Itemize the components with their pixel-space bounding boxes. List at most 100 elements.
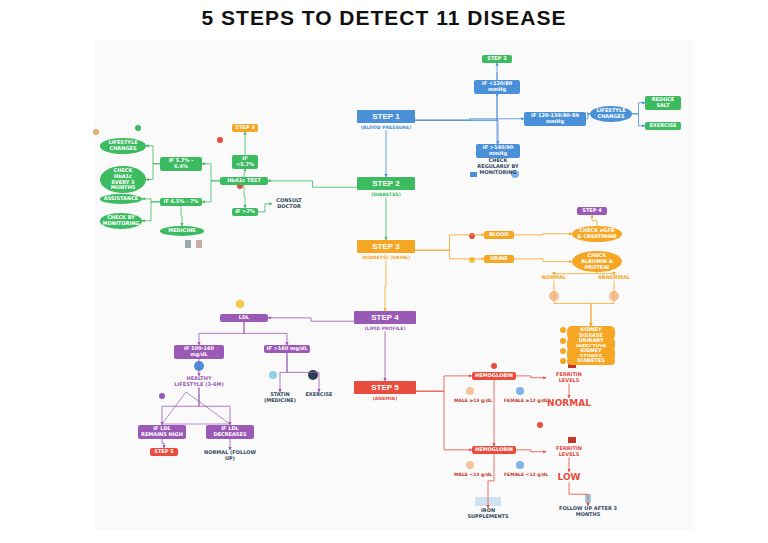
node-text: IF >7% — [235, 209, 255, 215]
step-heading: STEP 1 — [357, 110, 415, 123]
step-heading: STEP 5 — [354, 381, 416, 394]
text-node: EXERCISE — [304, 392, 334, 398]
node-text: BLOOD — [489, 232, 508, 238]
process-box: STEP 2 — [482, 55, 512, 63]
step-heading: STEP 2 — [357, 177, 415, 190]
connector-arrow — [415, 94, 497, 121]
node-text: IF 100-160 mg/dL — [176, 346, 222, 358]
action-ellipse: LIFESTYLE CHANGES — [100, 138, 146, 154]
node-text: IF >160 mg/dL — [267, 346, 308, 352]
process-box: HEMOGLOBIN — [472, 372, 516, 380]
connector-arrow — [287, 353, 319, 392]
node-text: EXERCISE — [649, 123, 676, 129]
connector-arrow — [230, 439, 231, 451]
node-text: REDUCE SALT — [647, 97, 679, 109]
connector-arrow — [268, 181, 357, 187]
blood-icon — [469, 233, 475, 239]
connector-arrow — [592, 215, 597, 226]
value-label: FEMALE <12 g/dL — [504, 472, 548, 477]
step-subtitle: (ANEMIA) — [373, 396, 398, 401]
action-ellipse: CHECK eGFR & CREATININE — [572, 226, 622, 242]
connector-arrow — [202, 181, 220, 202]
text-node: FERRITIN LEVELS — [546, 446, 592, 458]
text-node: STATIN (MEDICINE) — [258, 392, 302, 404]
exercise-icon — [308, 370, 318, 380]
action-ellipse: ASSISTANCE — [100, 194, 142, 204]
connector-arrow — [268, 318, 354, 321]
urine-icon — [469, 257, 475, 263]
text-node: IRON SUPPLEMENTS — [460, 508, 516, 520]
connector-arrow — [244, 169, 245, 178]
node-text: STEP 4 — [582, 208, 601, 214]
connector-arrow — [244, 185, 245, 208]
text-node: NORMAL — [546, 398, 592, 408]
connector-arrow — [142, 199, 160, 202]
connector-arrow — [514, 259, 572, 262]
node-text: LOW — [558, 472, 581, 482]
step-heading: STEP 4 — [354, 311, 416, 324]
node-text: CHECK eGFR & CREATININE — [577, 228, 617, 240]
connector-arrow — [385, 331, 386, 381]
process-box: IF 120-139/80-89 mmHg — [524, 112, 586, 126]
connector-arrow — [146, 146, 160, 164]
connector-arrow — [497, 63, 498, 80]
step-node: STEP 4(LIPID PROFILE) — [354, 311, 416, 331]
connector-arrow — [244, 322, 287, 345]
blood-drop-icon — [217, 137, 223, 143]
connector-arrow — [516, 376, 546, 378]
text-node: CONSULT DOCTOR — [272, 198, 306, 210]
connector-arrow — [202, 164, 220, 181]
connector-arrow — [632, 103, 645, 114]
connector-arrow — [632, 114, 645, 126]
action-ellipse: CHECK ALBUMIN & PROTEIN — [572, 251, 622, 272]
connector-arrow — [162, 388, 199, 426]
food-icon — [93, 129, 99, 135]
node-text: CHECK HbA1c EVERY 3 MONTHS — [105, 168, 141, 191]
pill-icon — [185, 240, 191, 248]
result-pill: DIABETES — [567, 357, 615, 365]
text-node: CHECK REGULARLY BY MONITORING — [474, 158, 522, 175]
step-node: STEP 1(BLOOD PRESSURE) — [357, 110, 415, 130]
text-node: FOLLOW UP AFTER 3 MONTHS — [556, 506, 620, 518]
connector-arrow — [199, 359, 200, 377]
connector-arrow — [416, 376, 472, 391]
node-text: ASSISTANCE — [104, 196, 138, 202]
process-box: STEP 5 — [150, 448, 178, 456]
process-box: STEP 3 — [232, 124, 258, 132]
connector-arrow — [415, 119, 524, 120]
step-heading: STEP 3 — [357, 240, 415, 253]
step-node: STEP 5 (ANEMIA) — [354, 381, 416, 401]
connector-arrow — [488, 454, 494, 508]
process-box: IF 5.7% - 6.4% — [160, 157, 202, 171]
node-text: HEMOGLOBIN — [475, 373, 513, 379]
bracket-lines — [162, 392, 230, 424]
node-text: IF >140/90 mmHg — [478, 145, 518, 157]
text-node: HEALTHY LIFESTYLE (3-6M) — [172, 376, 226, 388]
node-text: DIABETES — [577, 358, 605, 364]
action-ellipse: CHECK BY MONITORING — [100, 213, 142, 229]
lipid-icon — [236, 300, 244, 308]
connector-arrow — [516, 450, 546, 452]
ferritin-icon — [568, 437, 576, 443]
connector-arrow — [142, 202, 160, 221]
person-icon — [609, 291, 619, 301]
bullet-dot — [560, 348, 566, 354]
node-text: URINE — [490, 256, 507, 262]
node-text: HbA1c TEST — [227, 178, 261, 184]
connector-arrow — [245, 132, 246, 155]
action-ellipse: LIFESTYLE CHANGES — [590, 106, 632, 122]
connector-arrow — [146, 164, 160, 180]
minus-icon — [537, 422, 543, 428]
node-text: CHECK BY MONITORING — [103, 215, 140, 227]
step-node: STEP 3(KIDNEYS) (URINE) — [357, 240, 415, 260]
value-label: FEMALE ≥12 g/dL — [504, 398, 548, 403]
connector-arrow — [415, 235, 484, 250]
node-text: IF 6.5% - 7% — [164, 199, 199, 205]
process-box: IF 100-160 mg/dL — [174, 345, 224, 359]
bullet-dot — [560, 358, 566, 364]
connector-arrow — [494, 380, 495, 446]
connector-arrow — [415, 250, 484, 259]
process-box: STEP 4 — [577, 207, 607, 215]
